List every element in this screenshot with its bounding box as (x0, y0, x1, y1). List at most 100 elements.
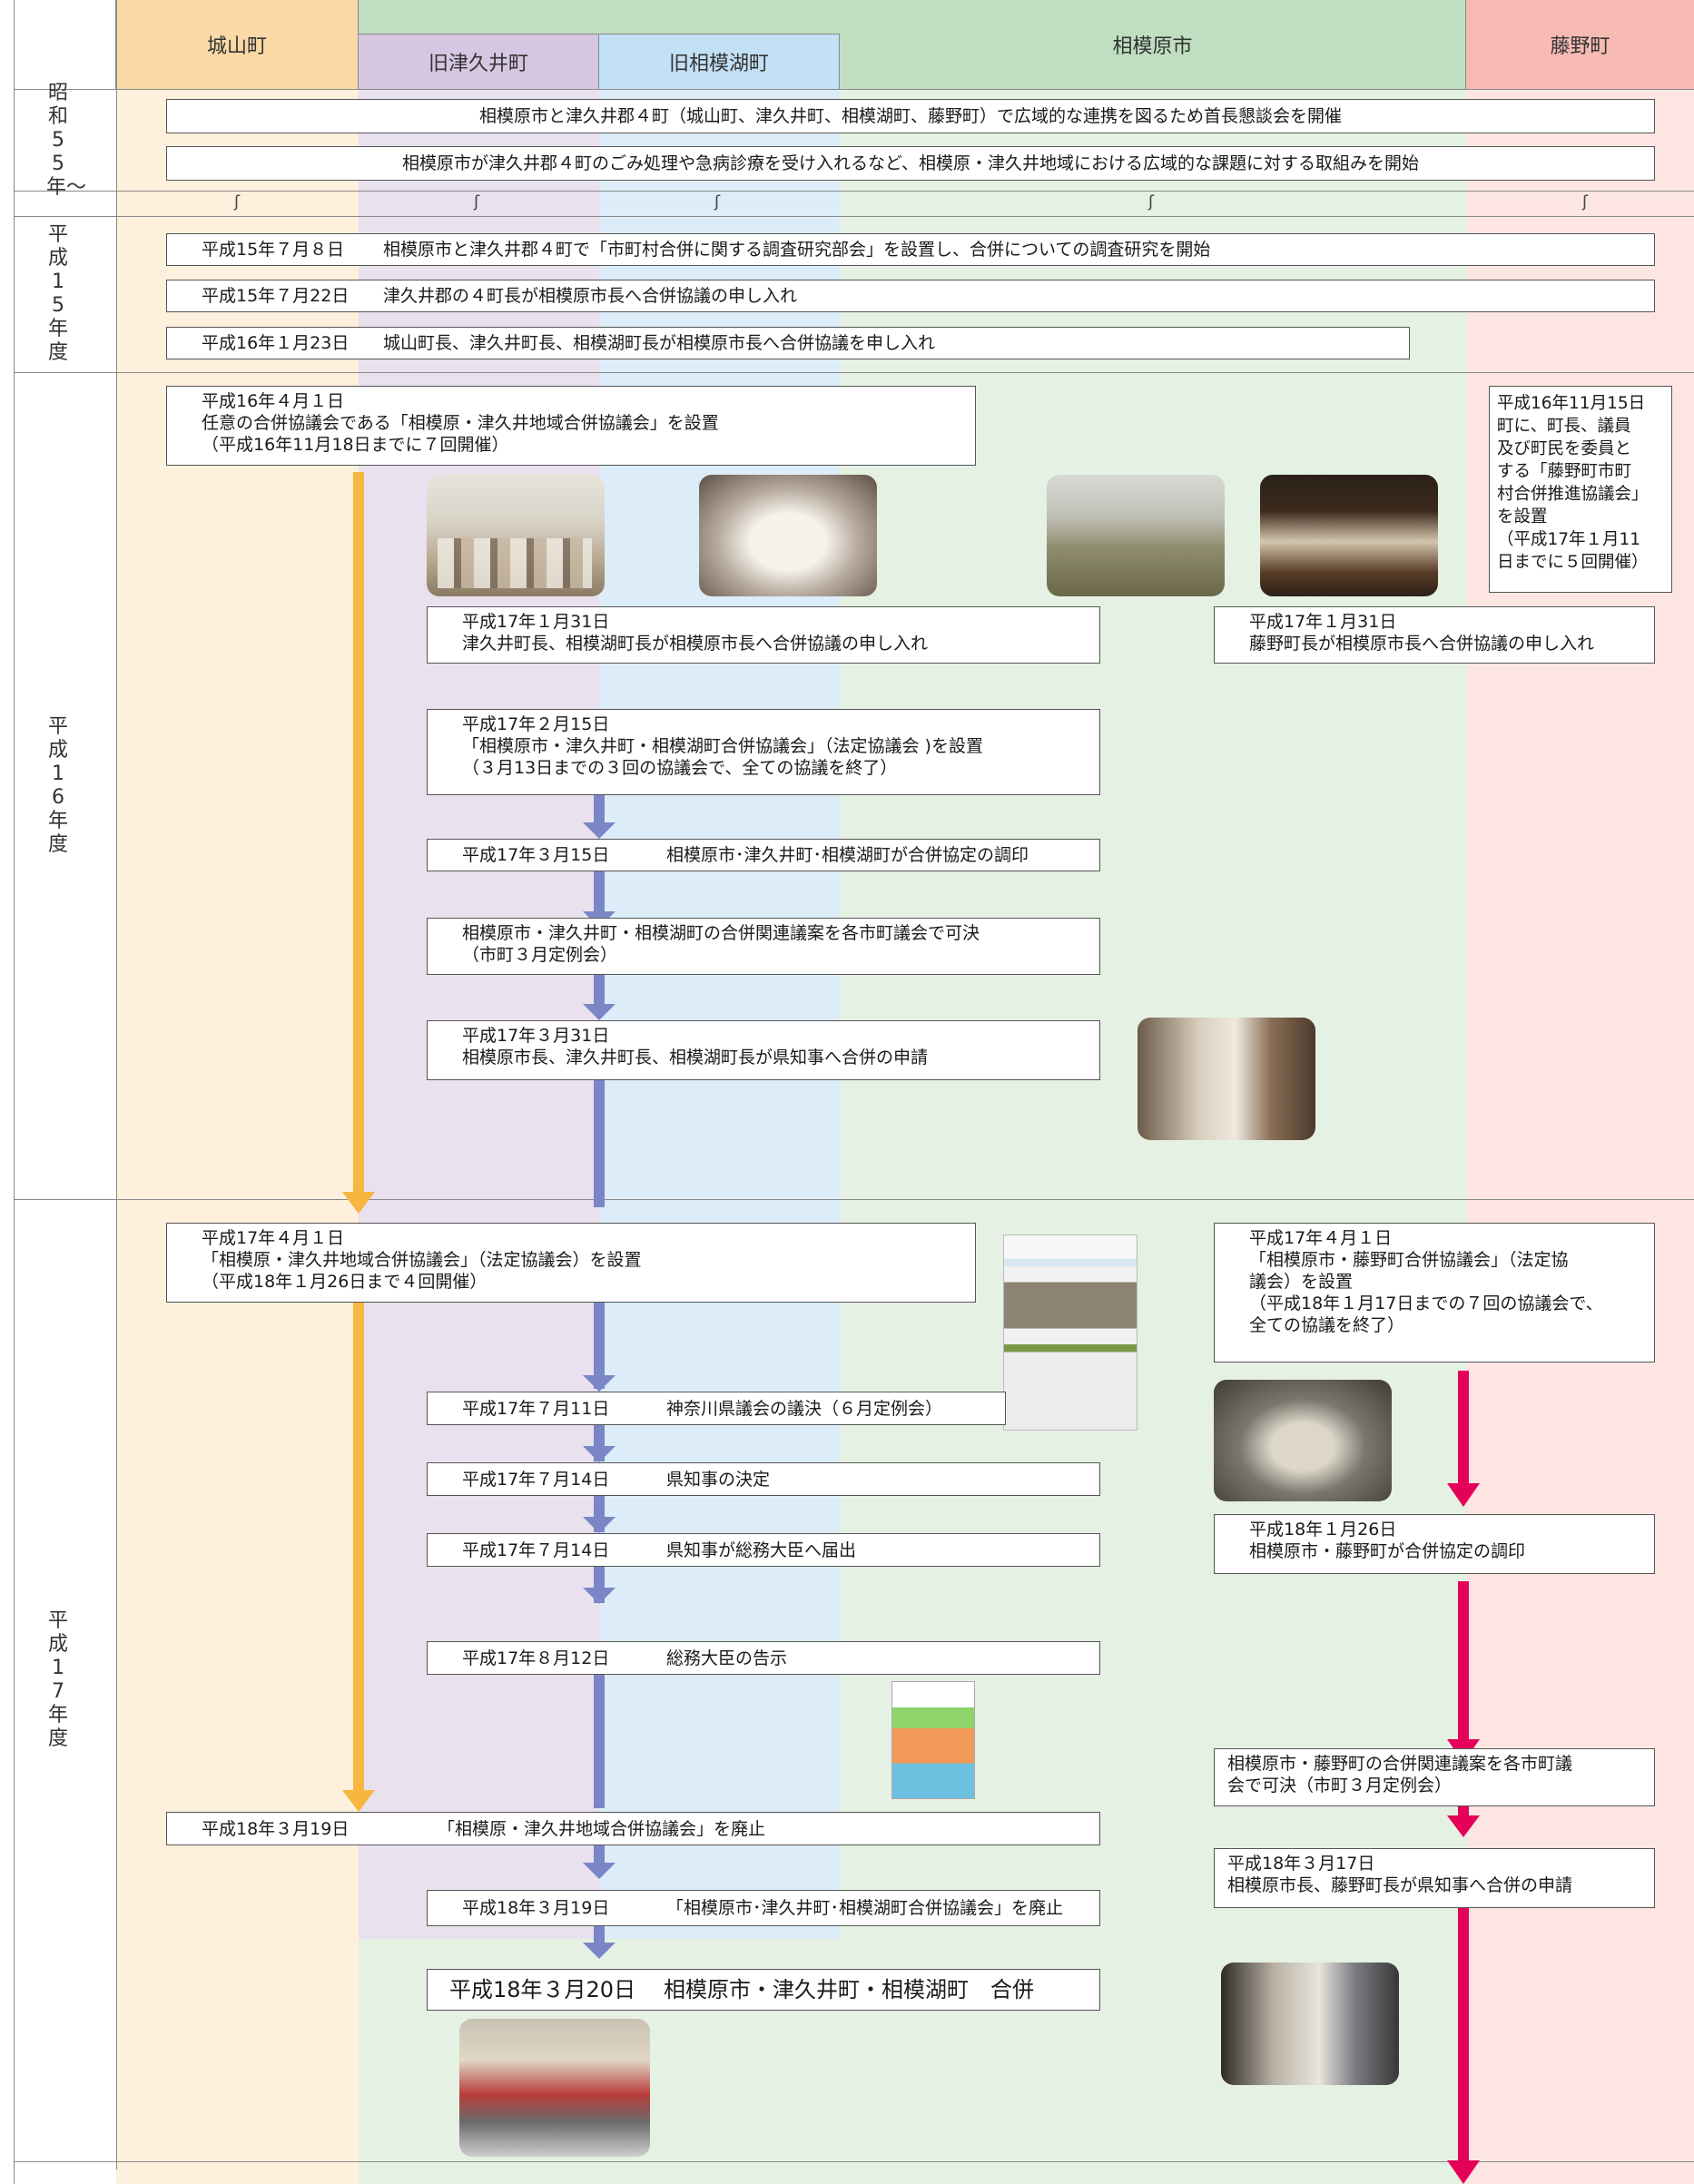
event-text: 相模原市･津久井町･相模湖町が合併協定の調印 (666, 845, 1029, 865)
header-tsukui: 旧津久井町 (359, 34, 599, 90)
event-h17-7: 平成18年３月19日 「相模原市･津久井町･相模湖町合併協議会」を廃止 (427, 1890, 1100, 1926)
event-line: （平成17年１月11 (1497, 530, 1641, 549)
event-date: 平成16年１月23日 (202, 333, 350, 353)
event-h16-1: 平成16年４月１日 任意の合併協議会である「相模原・津久井地域合併協議会」を設置… (166, 386, 976, 466)
column-bg-fujino (1466, 0, 1694, 2184)
event-h15-3: 平成16年１月23日 城山町長、津久井町長、相模湖町長が相模原市長へ合併協議を申… (166, 327, 1410, 359)
event-line: 議会）を設置 (1249, 1272, 1354, 1292)
event-line: 平成16年４月１日 (202, 391, 345, 411)
event-s55-2: 相模原市が津久井郡４町のごみ処理や急病診療を受け入れるなど、相模原・津久井地域に… (166, 146, 1655, 181)
event-line: （平成18年１月26日まで４回開催） (202, 1272, 488, 1292)
break-mark: ʃ (1582, 192, 1589, 212)
event-line: 「相模原・津久井地域合併協議会」（法定協議会）を設置 (202, 1250, 642, 1270)
red-arrow-head-3 (1447, 1815, 1480, 1837)
blue-arrow-head-j (583, 1863, 616, 1879)
event-line: を設置 (1497, 507, 1548, 526)
event-line: 相模原市・藤野町が合併協定の調印 (1249, 1541, 1526, 1561)
event-text: 県知事が総務大臣へ届出 (666, 1540, 857, 1560)
header-sagamiko: 旧相模湖町 (599, 34, 840, 90)
blue-arrow-shaft-k (594, 1926, 605, 1946)
event-line: （３月13日までの３回の協議会で、全ての協議を終了） (462, 758, 898, 778)
event-date: 平成17年８月12日 (462, 1648, 610, 1668)
red-arrow-head-4 (1447, 2160, 1480, 2184)
era-label-s55: 昭和55年〜 (46, 81, 87, 199)
event-date: 平成17年７月11日 (462, 1398, 610, 1419)
column-bg-tsukui (359, 51, 599, 1939)
event-line: 藤野町長が相模原市長へ合併協議の申し入れ (1249, 634, 1595, 654)
event-line: 及び町民を委員と (1497, 439, 1632, 458)
blue-arrow-shaft-d (594, 1080, 605, 1207)
blue-arrow-shaft-b (594, 870, 605, 913)
event-line: する「藤野町市町 (1497, 462, 1632, 481)
red-arrow-shaft-2 (1458, 1581, 1469, 1745)
blue-arrow-head-a (583, 822, 616, 839)
header-fujino: 藤野町 (1466, 0, 1694, 90)
event-h17-1: 平成17年４月１日 「相模原・津久井地域合併協議会」（法定協議会）を設置 （平成… (166, 1223, 976, 1303)
row-line-bottom (14, 2161, 1694, 2162)
event-h17-fujino-2: 平成18年１月26日 相模原市・藤野町が合併協定の調印 (1214, 1514, 1655, 1574)
photo-council-newsletter (1003, 1235, 1138, 1431)
event-line: 「相模原市・津久井町・相模湖町合併協議会」（法定協議会 )を設置 (462, 736, 983, 756)
blue-arrow-head-e (583, 1375, 616, 1392)
red-arrow-shaft-4 (1458, 1908, 1469, 2160)
event-h16-4: 平成17年３月15日 相模原市･津久井町･相模湖町が合併協定の調印 (427, 839, 1100, 871)
break-mark: ʃ (1148, 192, 1155, 212)
event-h15-1: 平成15年７月８日 相模原市と津久井郡４町で「市町村合併に関する調査研究部会」を… (166, 233, 1655, 266)
event-h17-5: 平成17年８月12日 総務大臣の告示 (427, 1641, 1100, 1675)
event-text: 相模原市と津久井郡４町で「市町村合併に関する調査研究部会」を設置し、合併について… (383, 240, 1211, 260)
era-label-h17: 平成17年度 (47, 1609, 68, 1750)
event-h15-2: 平成15年７月22日 津久井郡の４町長が相模原市長へ合併協議の申し入れ (166, 280, 1655, 312)
break-mark: ʃ (714, 192, 721, 212)
event-line: 村合併推進協議会」 (1497, 485, 1649, 504)
event-h17-merger: 平成18年３月20日 相模原市・津久井町・相模湖町 合併 (427, 1969, 1100, 2011)
photo-symposium-audience (1047, 475, 1225, 596)
event-h16-3: 平成17年２月15日 「相模原市・津久井町・相模湖町合併協議会」（法定協議会 )… (427, 709, 1100, 795)
orange-arrow-shaft-1 (353, 472, 364, 1192)
event-line: 会で可決（市町３月定例会） (1227, 1776, 1453, 1795)
header-corner (14, 0, 116, 90)
event-line: 平成17年１月31日 (1249, 612, 1397, 632)
column-bg-sagamiko (599, 51, 840, 1939)
event-line: 相模原市・津久井町・相模湖町の合併関連議案を各市町議会で可決 (462, 923, 980, 943)
event-h16-6: 平成17年３月31日 相模原市長、津久井町長、相模湖町長が県知事へ合併の申請 (427, 1020, 1100, 1080)
event-text: 神奈川県議会の議決（６月定例会） (666, 1398, 943, 1419)
event-line: 平成17年２月15日 (462, 714, 610, 734)
blue-arrow-head-g (583, 1517, 616, 1533)
event-line: 平成17年４月１日 (1249, 1228, 1393, 1248)
event-date: 平成17年７月14日 (462, 1469, 610, 1490)
event-text: 総務大臣の告示 (666, 1648, 788, 1668)
event-text: 「相模原市･津久井町･相模湖町合併協議会」を廃止 (666, 1898, 1064, 1918)
event-line: 全ての協議を終了） (1249, 1315, 1405, 1335)
photo-meeting-lecture (427, 475, 605, 596)
event-h17-6: 平成18年３月19日 「相模原・津久井地域合併協議会」を廃止 (166, 1812, 1100, 1845)
event-h16-5: 相模原市・津久井町・相模湖町の合併関連議案を各市町議会で可決 （市町３月定例会） (427, 918, 1100, 975)
blue-arrow-head-f (583, 1446, 616, 1462)
event-text: 県知事の決定 (666, 1469, 771, 1490)
event-text: 「相模原・津久井地域合併協議会」を廃止 (438, 1818, 766, 1839)
event-line: （平成18年１月17日までの７回の協議会で、 (1249, 1294, 1603, 1313)
event-h16-fujino-council: 平成16年11月15日 町に、町長、議員 及び町民を委員と する「藤野町市町 村… (1489, 386, 1672, 593)
break-mark: ʃ (474, 192, 480, 212)
orange-arrow-head-1 (342, 1192, 375, 1214)
event-line: 相模原市・藤野町の合併関連議案を各市町議 (1227, 1754, 1573, 1774)
event-h17-fujino-3: 相模原市・藤野町の合併関連議案を各市町議 会で可決（市町３月定例会） (1214, 1748, 1655, 1806)
event-date: 平成15年７月８日 (202, 240, 345, 260)
era-divider (116, 0, 117, 2169)
event-line: 日までに５回開催） (1497, 553, 1649, 572)
blue-arrow-head-c (583, 1004, 616, 1020)
event-text: 津久井郡の４町長が相模原市長へ合併協議の申し入れ (383, 286, 798, 306)
header-sagamihara: 相模原市 (840, 0, 1466, 90)
orange-arrow-head-2 (342, 1790, 375, 1812)
photo-fujino-application-handover (1221, 1963, 1399, 2085)
event-h17-4: 平成17年７月14日 県知事が総務大臣へ届出 (427, 1533, 1100, 1567)
event-line: （市町３月定例会） (462, 945, 618, 965)
photo-merger-ceremony (459, 2019, 650, 2157)
break-mark: ʃ (234, 192, 241, 212)
photo-merger-leaflet (891, 1681, 975, 1799)
photo-fujino-council-meeting (1214, 1380, 1392, 1501)
event-line: 平成17年４月１日 (202, 1228, 345, 1248)
blue-arrow-shaft-i (594, 1675, 605, 1808)
red-arrow-head-1 (1447, 1483, 1480, 1507)
orange-arrow-shaft-2 (353, 1300, 364, 1790)
